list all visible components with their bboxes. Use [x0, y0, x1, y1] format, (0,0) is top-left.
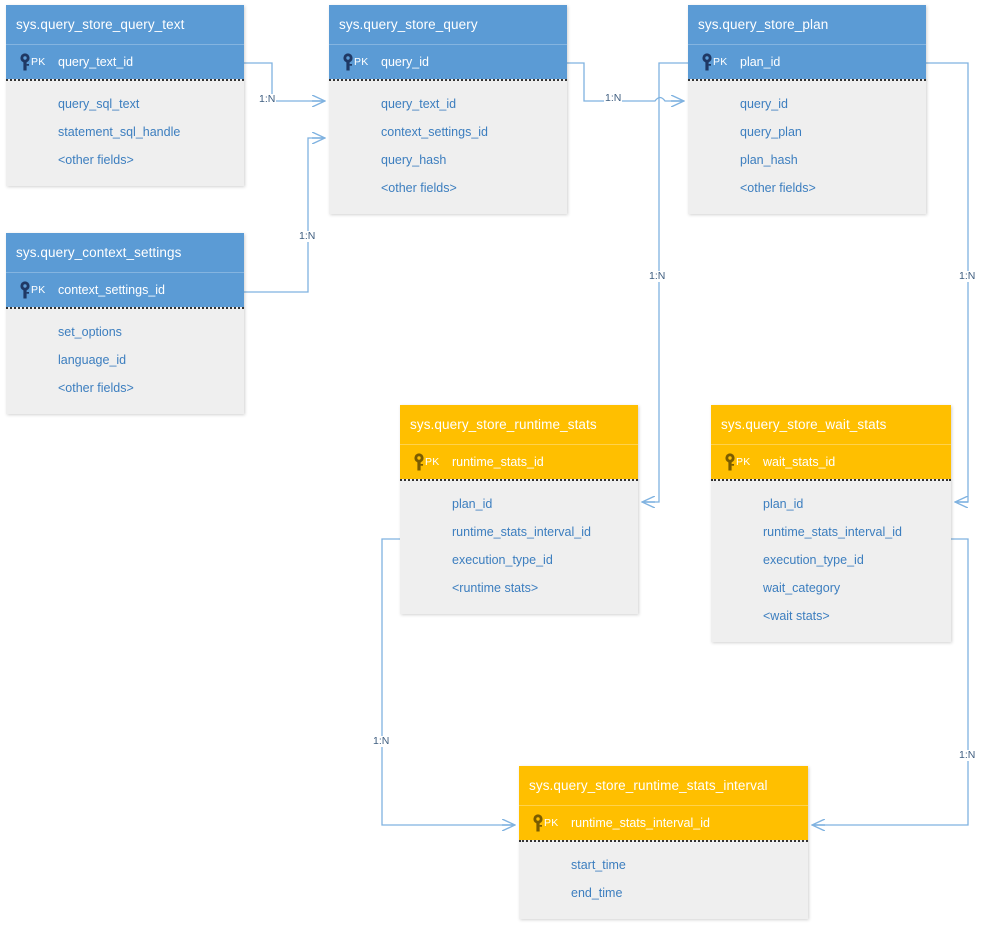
field-row: plan_id — [763, 497, 804, 511]
field-row: query_sql_text — [58, 97, 140, 111]
pk-divider — [711, 479, 951, 481]
field-list: plan_id runtime_stats_interval_id execut… — [400, 481, 638, 614]
field-row: plan_id — [452, 497, 493, 511]
pk-field-name: query_id — [381, 55, 429, 69]
entity-query-context-settings[interactable]: sys.query_context_settings PK context_se… — [6, 233, 244, 414]
field-row: query_id — [740, 97, 788, 111]
entity-query-store-plan[interactable]: sys.query_store_plan PK plan_id query_id… — [688, 5, 926, 214]
key-icon — [414, 453, 424, 471]
field-row: execution_type_id — [763, 553, 864, 567]
primary-key-row[interactable]: PK query_text_id — [6, 45, 244, 79]
primary-key-row[interactable]: PK runtime_stats_id — [400, 445, 638, 479]
pk-tag: PK — [544, 816, 559, 829]
field-row: start_time — [571, 858, 626, 872]
pk-divider — [329, 79, 567, 81]
field-row: context_settings_id — [381, 125, 489, 139]
entity-title: sys.query_store_runtime_stats — [400, 405, 638, 445]
primary-key-row[interactable]: PK runtime_stats_interval_id — [519, 806, 808, 840]
entity-query-store-query-text[interactable]: sys.query_store_query_text PK query_text… — [6, 5, 244, 186]
pk-field-name: runtime_stats_id — [452, 455, 544, 469]
pk-tag: PK — [736, 455, 751, 468]
key-icon — [343, 53, 353, 71]
entity-title: sys.query_store_wait_stats — [711, 405, 951, 445]
field-row: <other fields> — [740, 181, 816, 195]
field-row: <other fields> — [58, 381, 134, 395]
cardinality-label-plan-runtime: 1:N — [648, 270, 667, 282]
field-list: plan_id runtime_stats_interval_id execut… — [711, 481, 951, 642]
field-list: query_id query_plan plan_hash <other fie… — [688, 81, 926, 214]
pk-divider — [400, 479, 638, 481]
field-list: query_sql_text statement_sql_handle <oth… — [6, 81, 244, 186]
field-row: language_id — [58, 353, 127, 367]
primary-key-row[interactable]: PK wait_stats_id — [711, 445, 951, 479]
cardinality-label-query-plan: 1:N — [604, 92, 623, 104]
field-row: statement_sql_handle — [58, 125, 181, 139]
pk-field-name: context_settings_id — [58, 283, 166, 297]
field-row: <runtime stats> — [452, 581, 539, 595]
entity-query-store-runtime-stats-interval[interactable]: sys.query_store_runtime_stats_interval P… — [519, 766, 808, 919]
key-icon — [725, 453, 735, 471]
pk-field-name: wait_stats_id — [763, 455, 836, 469]
cardinality-label-interval-runtime: 1:N — [372, 735, 391, 747]
pk-field-name: query_text_id — [58, 55, 134, 69]
key-icon — [533, 814, 543, 832]
pk-field-name: plan_id — [740, 55, 781, 69]
pk-tag: PK — [31, 283, 46, 296]
connector-context-to-query — [244, 138, 325, 293]
field-row: <wait stats> — [763, 609, 830, 623]
pk-divider — [688, 79, 926, 81]
field-row: runtime_stats_interval_id — [452, 525, 591, 539]
connector-text-to-query — [244, 62, 325, 101]
pk-tag: PK — [354, 55, 369, 68]
cardinality-label-text-query: 1:N — [258, 93, 277, 105]
field-row: plan_hash — [740, 153, 798, 167]
key-icon — [20, 281, 30, 299]
field-list: set_options language_id <other fields> — [6, 309, 244, 414]
primary-key-row[interactable]: PK context_settings_id — [6, 273, 244, 307]
entity-title: sys.query_store_runtime_stats_interval — [519, 766, 808, 806]
cardinality-label-interval-wait: 1:N — [958, 749, 977, 761]
field-row: <other fields> — [58, 153, 134, 167]
field-list: start_time end_time — [519, 842, 808, 919]
field-list: query_text_id context_settings_id query_… — [329, 81, 567, 214]
primary-key-row[interactable]: PK plan_id — [688, 45, 926, 79]
field-row: query_plan — [740, 125, 802, 139]
entity-query-store-query[interactable]: sys.query_store_query PK query_id query_… — [329, 5, 567, 214]
field-row: runtime_stats_interval_id — [763, 525, 902, 539]
pk-divider — [6, 307, 244, 309]
field-row: wait_category — [763, 581, 841, 595]
entity-query-store-runtime-stats[interactable]: sys.query_store_runtime_stats PK runtime… — [400, 405, 638, 614]
pk-tag: PK — [713, 55, 728, 68]
key-icon — [702, 53, 712, 71]
field-row: execution_type_id — [452, 553, 553, 567]
field-row: end_time — [571, 886, 623, 900]
entity-title: sys.query_context_settings — [6, 233, 244, 273]
cardinality-label-context-query: 1:N — [298, 230, 317, 242]
pk-field-name: runtime_stats_interval_id — [571, 816, 710, 830]
field-row: set_options — [58, 325, 122, 339]
field-row: <other fields> — [381, 181, 457, 195]
pk-divider — [519, 840, 808, 842]
connector-query-to-plan — [567, 62, 684, 101]
key-icon — [20, 53, 30, 71]
entity-title: sys.query_store_query_text — [6, 5, 244, 45]
connector-plan-to-runtime — [642, 62, 688, 502]
entity-title: sys.query_store_plan — [688, 5, 926, 45]
pk-divider — [6, 79, 244, 81]
cardinality-label-plan-wait: 1:N — [958, 270, 977, 282]
field-row: query_text_id — [381, 97, 457, 111]
entity-title: sys.query_store_query — [329, 5, 567, 45]
primary-key-row[interactable]: PK query_id — [329, 45, 567, 79]
field-row: query_hash — [381, 153, 447, 167]
entity-query-store-wait-stats[interactable]: sys.query_store_wait_stats PK wait_stats… — [711, 405, 951, 642]
pk-tag: PK — [425, 455, 440, 468]
pk-tag: PK — [31, 55, 46, 68]
